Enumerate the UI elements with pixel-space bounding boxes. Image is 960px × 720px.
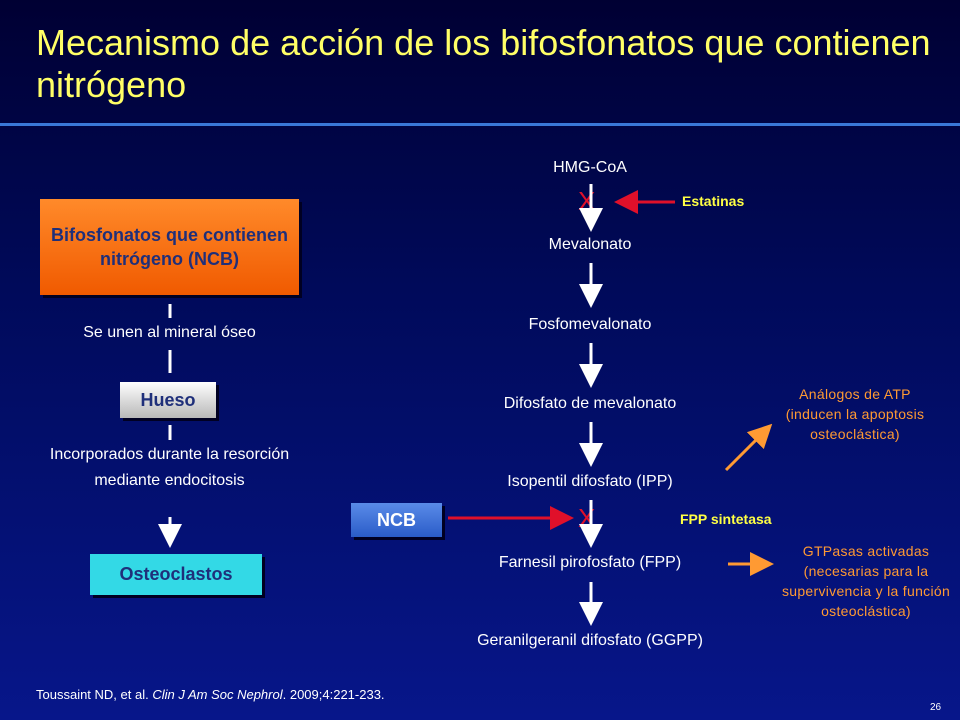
- pathway-fpp: Farnesil pirofosfato (FPP): [498, 554, 682, 571]
- citation: Toussaint ND, et al. Clin J Am Soc Nephr…: [36, 687, 385, 702]
- ncb-box: Bifosfonatos que contienen nitrógeno (NC…: [40, 199, 299, 295]
- atp-analogs-note: Análogos de ATP (inducen la apoptosis os…: [785, 386, 925, 442]
- resorption-text: Incorporados durante la resorción median…: [49, 446, 290, 489]
- pathway-ipp: Isopentil difosfato (IPP): [507, 473, 673, 490]
- slide-title: Mecanismo de acción de los bifosfonatos …: [36, 22, 931, 105]
- bind-mineral-text: Se unen al mineral óseo: [83, 324, 256, 341]
- title-divider: [0, 123, 960, 126]
- arrow-to-atp-analogs: [724, 423, 773, 472]
- pathway-difosfato-mevalonato: Difosfato de mevalonato: [503, 395, 677, 412]
- ncb-small-box: NCB: [351, 503, 442, 537]
- page-number: 26: [930, 702, 942, 713]
- pathway-mevalonato: Mevalonato: [548, 236, 632, 253]
- statins-label: Estatinas: [682, 193, 745, 209]
- gtpases-note: GTPasas activadas (necesarias para la su…: [781, 543, 951, 619]
- bone-box: Hueso: [120, 382, 216, 418]
- pathway-hmg-coa: HMG-CoA: [553, 159, 627, 176]
- fpp-synthase-label: FPP sintetasa: [680, 511, 772, 527]
- pathway-fosfomevalonato: Fosfomevalonato: [528, 316, 652, 333]
- pathway-ggpp: Geranilgeranil difosfato (GGPP): [477, 632, 703, 649]
- osteoclasts-box: Osteoclastos: [90, 554, 262, 595]
